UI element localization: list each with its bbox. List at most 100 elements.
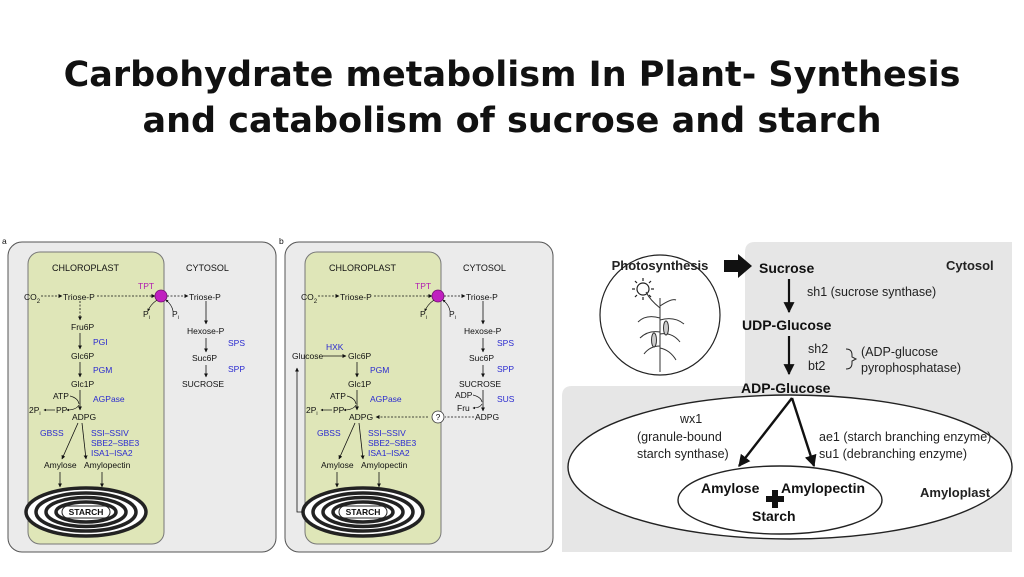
amyloplast-label: Amyloplast <box>920 485 991 500</box>
triose-p-cyt-label: Triose-P <box>189 292 221 302</box>
chloroplast-label: CHLOROPLAST <box>329 263 397 273</box>
sbe-enzyme: SBE2–SBE3 <box>91 438 139 448</box>
pi-a: Pi <box>143 309 150 321</box>
pp-label: PP <box>333 405 345 415</box>
panel-b: b CHLOROPLAST CYTOSOL CO2 Triose-P TPT T… <box>279 236 554 553</box>
brace <box>845 348 858 370</box>
two-pi-label: 2Pi <box>306 405 318 417</box>
atp-label: ATP <box>53 391 69 401</box>
adp-label: ADP <box>455 390 473 400</box>
triose-p-label: Triose-P <box>340 292 372 302</box>
sh2-label: sh2 <box>808 342 828 356</box>
adp-glucose-pyro-1: (ADP-glucose <box>861 345 938 359</box>
agpase-enzyme: AGPase <box>93 394 125 404</box>
hexose-p-label: Hexose-P <box>464 326 502 336</box>
unknown-transporter <box>431 410 445 424</box>
sh1-label: sh1 (sucrose synthase) <box>807 285 936 299</box>
starch-granule-b: STARCH <box>301 486 425 538</box>
spp-enzyme: SPP <box>497 364 514 374</box>
pi-a: Pi <box>420 309 427 321</box>
co2-label: CO2 <box>24 292 41 305</box>
fru6p-label: Fru6P <box>71 322 94 332</box>
bt2-label: bt2 <box>808 359 825 373</box>
glc6p-label: Glc6P <box>71 351 94 361</box>
glucose-label: Glucose <box>292 351 323 361</box>
triose-p-cyt-label: Triose-P <box>466 292 498 302</box>
tpt-label: TPT <box>138 281 154 291</box>
title-line-2: and catabolism of sucrose and starch <box>142 101 882 141</box>
suc6p-label: Suc6P <box>469 353 494 363</box>
sucrose-node: Sucrose <box>759 260 814 276</box>
hxk-enzyme: HXK <box>326 342 344 352</box>
amylopectin-node: Amylopectin <box>781 480 865 496</box>
question-mark: ? <box>436 412 441 422</box>
pp-label: PP <box>56 405 68 415</box>
panel-b-letter: b <box>279 236 284 246</box>
atp-label: ATP <box>330 391 346 401</box>
photosynthesis-label: Photosynthesis <box>612 258 709 273</box>
glc1p-label: Glc1P <box>348 379 371 389</box>
pgm-enzyme: PGM <box>93 365 112 375</box>
amylose-label: Amylose <box>44 460 77 470</box>
panel-b-chloroplast <box>304 251 442 545</box>
adp-glucose-node: ADP-Glucose <box>741 380 831 396</box>
panel-a: a CHLOROPLAST CYTOSOL CO2 Triose-P TPT T… <box>2 236 277 553</box>
pgm-enzyme: PGM <box>370 365 389 375</box>
adpg-label: ADPG <box>349 412 373 422</box>
spp-enzyme: SPP <box>228 364 245 374</box>
title-line-1: Carbohydrate metabolism In Plant- Synthe… <box>63 55 961 95</box>
starch-label: STARCH <box>69 507 104 517</box>
amylose-node: Amylose <box>701 480 760 496</box>
cytosol-label: Cytosol <box>946 258 994 273</box>
glc6p-label: Glc6P <box>348 351 371 361</box>
starch-label: STARCH <box>346 507 381 517</box>
sus-enzyme: SUS <box>497 394 515 404</box>
co2-label: CO2 <box>301 292 318 305</box>
pgi-enzyme: PGI <box>93 337 108 347</box>
adp-glucose-pyro-2: pyrophosphatase) <box>861 361 961 375</box>
sps-enzyme: SPS <box>228 338 245 348</box>
isa-enzyme: ISA1–ISA2 <box>368 448 410 458</box>
chloroplast-label: CHLOROPLAST <box>52 263 120 273</box>
arrow-to-sucrose <box>724 254 752 278</box>
cytosol-label: CYTOSOL <box>186 263 229 273</box>
gbss-enzyme: GBSS <box>40 428 64 438</box>
glc1p-label: Glc1P <box>71 379 94 389</box>
sbe-enzyme: SBE2–SBE3 <box>368 438 416 448</box>
panel-a-chloroplast <box>27 251 165 545</box>
adpg-cyt-label: ADPG <box>475 412 499 422</box>
adpg-label: ADPG <box>72 412 96 422</box>
fru-label: Fru <box>457 403 470 413</box>
wx1-label: wx1 <box>679 412 702 426</box>
amylopectin-label: Amylopectin <box>84 460 131 470</box>
sucrose-label: SUCROSE <box>459 379 501 389</box>
panel-c: Cytosol Photosynthesis <box>562 242 1013 552</box>
gbss-enzyme: GBSS <box>317 428 341 438</box>
plus-icon <box>766 490 784 508</box>
amylose-label: Amylose <box>321 460 354 470</box>
pi-b: Pi <box>449 309 456 321</box>
sps-enzyme: SPS <box>497 338 514 348</box>
su1-label: su1 (debranching enzyme) <box>819 447 967 461</box>
panel-a-letter: a <box>2 236 7 246</box>
granule-label-1: (granule-bound <box>637 430 722 444</box>
starch-granule-a: STARCH <box>24 486 148 538</box>
photosynthesis-circle: Photosynthesis <box>599 254 721 376</box>
starch-node: Starch <box>752 508 796 524</box>
ssi-ssiv-enzyme: SSI–SSIV <box>368 428 406 438</box>
agpase-enzyme: AGPase <box>370 394 402 404</box>
corn-plant-icon <box>637 291 685 372</box>
tpt-label: TPT <box>415 281 431 291</box>
sun-icon <box>632 278 654 300</box>
udp-glucose-node: UDP-Glucose <box>742 317 832 333</box>
suc6p-label: Suc6P <box>192 353 217 363</box>
page-title: Carbohydrate metabolism In Plant- Synthe… <box>0 52 1024 144</box>
sucrose-label: SUCROSE <box>182 379 224 389</box>
ssi-ssiv-enzyme: SSI–SSIV <box>91 428 129 438</box>
cytosol-label: CYTOSOL <box>463 263 506 273</box>
pi-b: Pi <box>172 309 179 321</box>
isa-enzyme: ISA1–ISA2 <box>91 448 133 458</box>
amylopectin-label: Amylopectin <box>361 460 408 470</box>
ae1-label: ae1 (starch branching enzyme) <box>819 430 991 444</box>
